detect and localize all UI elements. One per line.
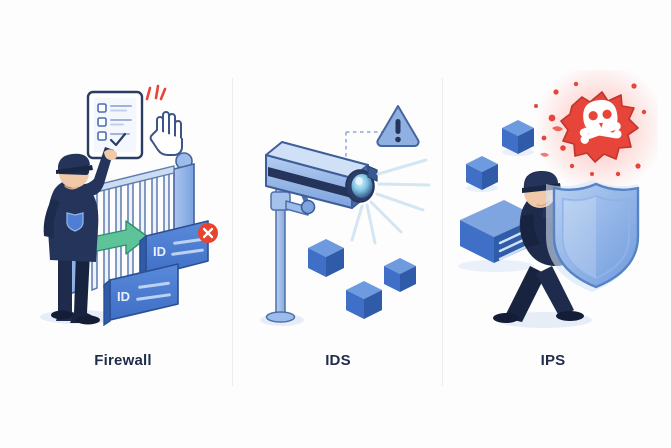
data-packet-cubes [308, 239, 416, 319]
data-packet-cubes [458, 120, 538, 272]
id-card-denied: ID [139, 220, 218, 283]
panel-ips: IPS [448, 70, 658, 400]
id-card-allowed: ID [103, 263, 179, 327]
data-cube [308, 239, 344, 277]
warning-triangle-icon [376, 105, 420, 148]
panel-ids: IDS [238, 70, 438, 400]
detection-rays [350, 158, 431, 245]
stop-hand-icon [149, 111, 183, 157]
data-cube [346, 281, 382, 319]
svg-text:ID: ID [117, 289, 130, 304]
skull-and-crossbones-icon [579, 99, 622, 144]
guard-badge-icon [66, 212, 84, 232]
data-cube [384, 258, 416, 292]
panel-divider-2 [442, 78, 443, 386]
security-guard-figure [43, 147, 118, 325]
ids-illustration [238, 70, 438, 342]
tap-motion-marks [145, 84, 167, 101]
panel-divider-1 [232, 78, 233, 386]
panel-label-ips: IPS [540, 352, 566, 369]
protective-shield-icon [546, 180, 640, 292]
checklist-tablet-icon [86, 84, 167, 160]
panel-label-ids: IDS [325, 352, 351, 369]
svg-text:ID: ID [153, 244, 166, 259]
malware-threat-icon [534, 81, 647, 177]
panel-label-firewall: Firewall [94, 352, 152, 369]
panel-firewall: ID ID [18, 70, 228, 400]
cctv-camera-icon [265, 141, 378, 209]
ips-illustration [448, 70, 658, 342]
data-cube [466, 156, 498, 190]
firewall-illustration: ID ID [18, 70, 228, 342]
data-cube [502, 120, 534, 154]
striped-data-block [460, 200, 538, 263]
